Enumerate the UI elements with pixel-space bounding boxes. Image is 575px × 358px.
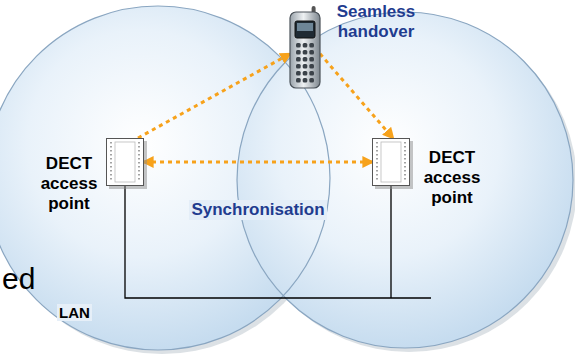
- access-point: DECT access point: [372, 138, 410, 186]
- phone-key: [309, 57, 314, 62]
- phone-key: [309, 78, 314, 83]
- radio-link: [320, 54, 393, 138]
- phone-key: [303, 78, 308, 83]
- node-label: DECT access point: [34, 154, 104, 214]
- ap-vent: [110, 142, 111, 182]
- ap-vent: [138, 142, 139, 182]
- ap-panel: [115, 142, 135, 182]
- radio-link: [144, 161, 372, 164]
- node-label: DECT access point: [416, 148, 488, 208]
- edge-label: Synchronisation: [189, 200, 326, 220]
- edge-label: LAN: [57, 304, 92, 321]
- phone-screen: [295, 21, 315, 38]
- access-point-icon: [372, 138, 410, 186]
- phone-body: [290, 12, 320, 88]
- phone-key: [303, 71, 308, 76]
- slide-text: ed: [2, 262, 35, 296]
- phone-key: [303, 64, 308, 69]
- ap-vent: [404, 142, 405, 182]
- phone-key: [296, 64, 301, 69]
- phone-key: [309, 50, 314, 55]
- phone-icon: [290, 12, 320, 88]
- phone-key: [303, 57, 308, 62]
- ap-housing: [373, 139, 410, 186]
- node-label: Seamless handover: [326, 2, 426, 42]
- ap-vent: [376, 142, 377, 182]
- access-point-icon: [106, 138, 144, 186]
- phone-key: [296, 78, 301, 83]
- phone-key: [296, 43, 301, 48]
- handset: Seamless handover: [290, 12, 320, 88]
- phone-key: [296, 57, 301, 62]
- access-point: DECT access point: [106, 138, 144, 186]
- phone-key: [309, 43, 314, 48]
- phone-key: [303, 43, 308, 48]
- ap-panel: [381, 142, 401, 182]
- radio-link: [138, 54, 290, 138]
- lan-cable: [125, 186, 431, 298]
- phone-key: [296, 71, 301, 76]
- phone-display: [297, 23, 313, 31]
- ap-housing: [107, 139, 144, 186]
- phone-key: [309, 71, 314, 76]
- phone-key: [296, 50, 301, 55]
- phone-key: [303, 50, 308, 55]
- phone-key: [309, 64, 314, 69]
